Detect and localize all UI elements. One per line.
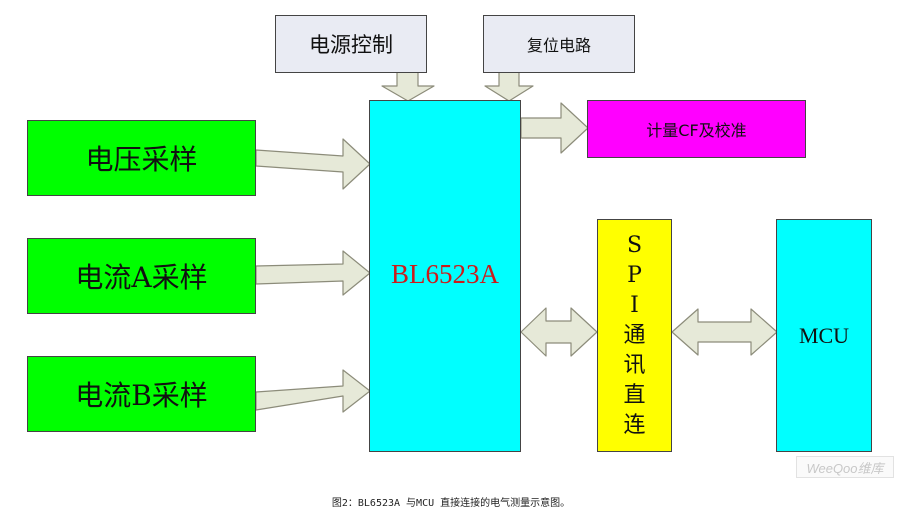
reset-circuit-label: 复位电路: [526, 36, 591, 55]
power-control-block: 电源控制: [275, 15, 427, 73]
current-b-sampling-block: 电流B采样: [27, 356, 256, 432]
figure-caption: 图2：BL6523A 与MCU 直接连接的电气测量示意图。: [331, 498, 571, 509]
current-a-sampling-label: 电流A采样: [75, 261, 208, 294]
spi-char: 直: [623, 382, 646, 408]
spi-mcu-arrow: [671, 308, 778, 356]
spi-char: P: [627, 262, 642, 288]
watermark-logo: WeeQoo维库: [796, 456, 894, 478]
reset-circuit-block: 复位电路: [483, 15, 635, 73]
current-a-arrow: [255, 250, 371, 296]
power-down-arrow: [381, 71, 435, 102]
current-b-sampling-label: 电流B采样: [75, 379, 208, 412]
voltage-arrow: [255, 138, 371, 190]
metering-calibration-label: 计量CF及校准: [646, 121, 747, 140]
spi-char: 连: [623, 412, 646, 438]
chip-spi-arrow: [520, 307, 598, 357]
power-control-label: 电源控制: [309, 33, 393, 57]
metering-arrow: [520, 102, 589, 154]
watermark-text: WeeQoo维库: [806, 460, 884, 476]
spi-char: 通: [623, 322, 646, 348]
mcu-block: MCU: [776, 219, 872, 452]
metering-calibration-block: 计量CF及校准: [587, 100, 806, 158]
mcu-label: MCU: [798, 322, 850, 348]
current-a-sampling-block: 电流A采样: [27, 238, 256, 314]
chip-label: BL6523A: [391, 259, 499, 289]
spi-link-block: S P I 通 讯 直 连: [597, 219, 672, 452]
voltage-sampling-block: 电压采样: [27, 120, 256, 196]
reset-down-arrow: [484, 71, 534, 102]
spi-char: I: [630, 292, 639, 318]
bl6523a-chip-block: BL6523A: [369, 100, 521, 452]
voltage-sampling-label: 电压采样: [85, 143, 198, 176]
spi-char: 讯: [623, 352, 646, 378]
current-b-arrow: [255, 369, 371, 413]
spi-char: S: [626, 232, 643, 258]
